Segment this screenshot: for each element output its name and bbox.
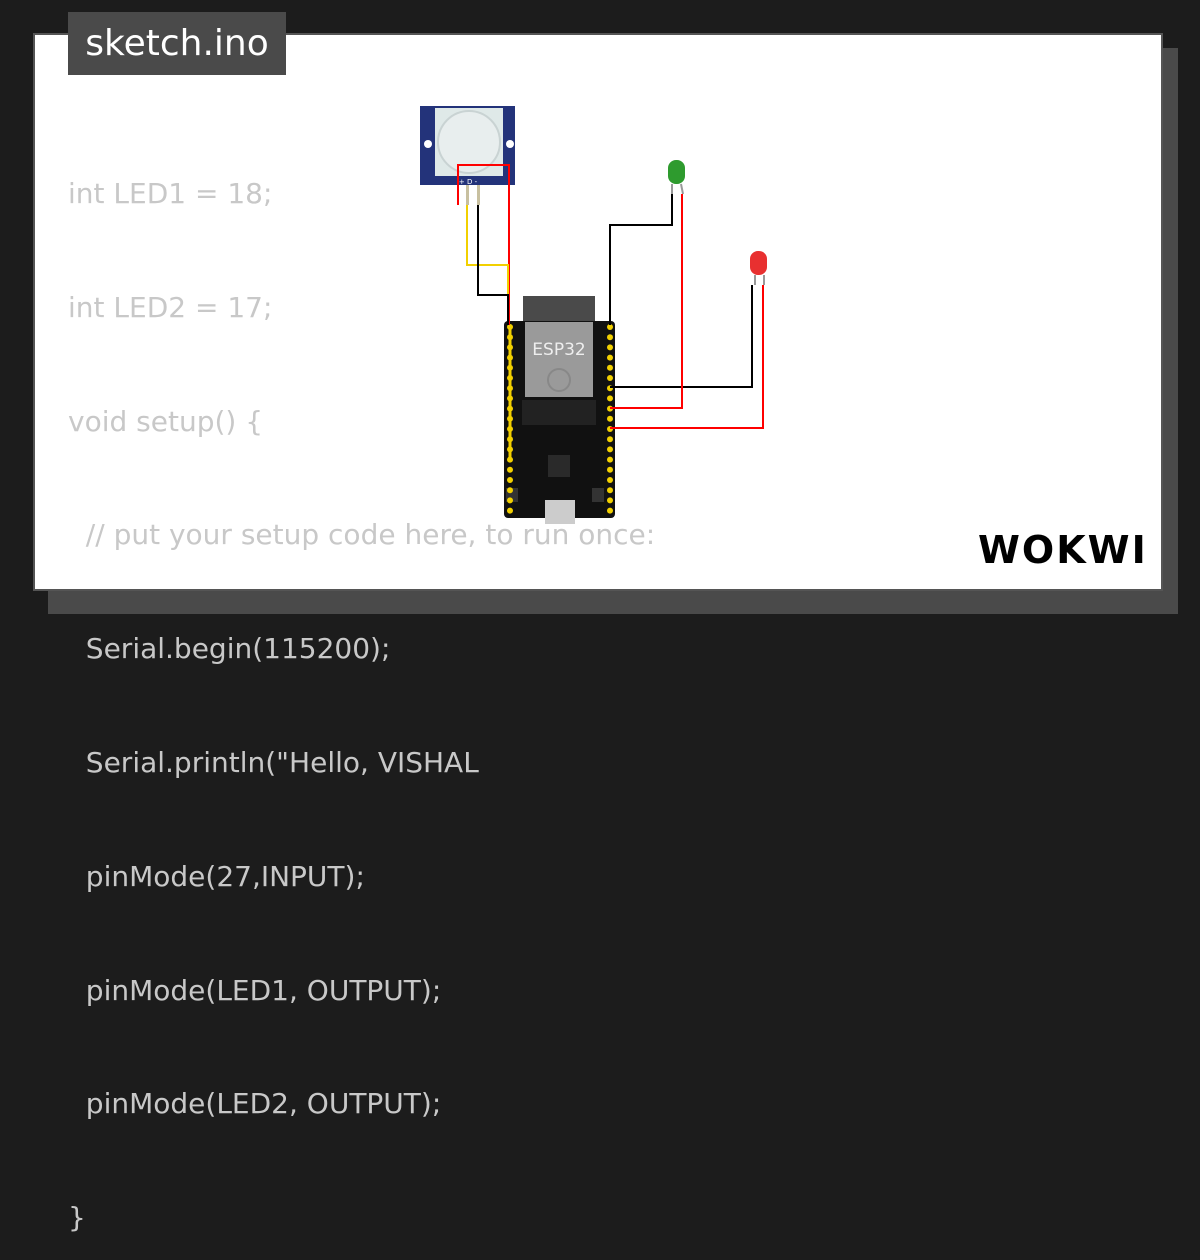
code-line: Serial.println("Hello, VISHAL [68,745,479,779]
code-line: int LED1 = 18; [68,177,273,210]
board-pin [607,497,613,504]
code-line: pinMode(LED2, OUTPUT); [68,1087,442,1121]
code-line: Serial.begin(115200); [68,632,391,666]
code-line: int LED2 = 17; [68,290,273,324]
board-pin [607,436,613,443]
pir-pin-labels: + D - [459,178,478,186]
board-pin [607,456,613,463]
code-line: } [68,1201,86,1235]
esp32-board[interactable]: ESP32 [504,296,615,524]
board-pin [507,466,513,473]
board-pin [607,466,613,473]
board-pin [607,487,613,494]
board-label: ESP32 [532,340,585,360]
wires [457,164,764,460]
board-pin [607,395,613,402]
board-pin [607,354,613,361]
board-pin [507,487,513,494]
code-line: pinMode(LED1, OUTPUT); [68,973,442,1007]
led-red[interactable] [750,251,767,285]
circuit-diagram: + D - ESP32 [420,106,767,524]
board-pin [607,364,613,371]
board-pin [607,375,613,381]
board-pin [607,344,613,351]
board-pin [507,497,513,504]
code-line: pinMode(27,INPUT); [68,859,365,893]
led-green[interactable] [668,160,685,195]
file-tab[interactable]: sketch.ino [68,12,286,75]
board-pin [607,334,613,341]
board-pin [507,477,513,483]
wokwi-logo: WOKWI [978,528,1148,572]
board-pin [607,446,613,453]
board-pin [607,477,613,483]
board-pin [607,507,613,514]
pir-sensor[interactable]: + D - [420,106,515,205]
board-pin [507,507,513,514]
board-pin [607,324,613,330]
board-pin [607,415,613,422]
code-line: void setup() { [68,404,264,438]
